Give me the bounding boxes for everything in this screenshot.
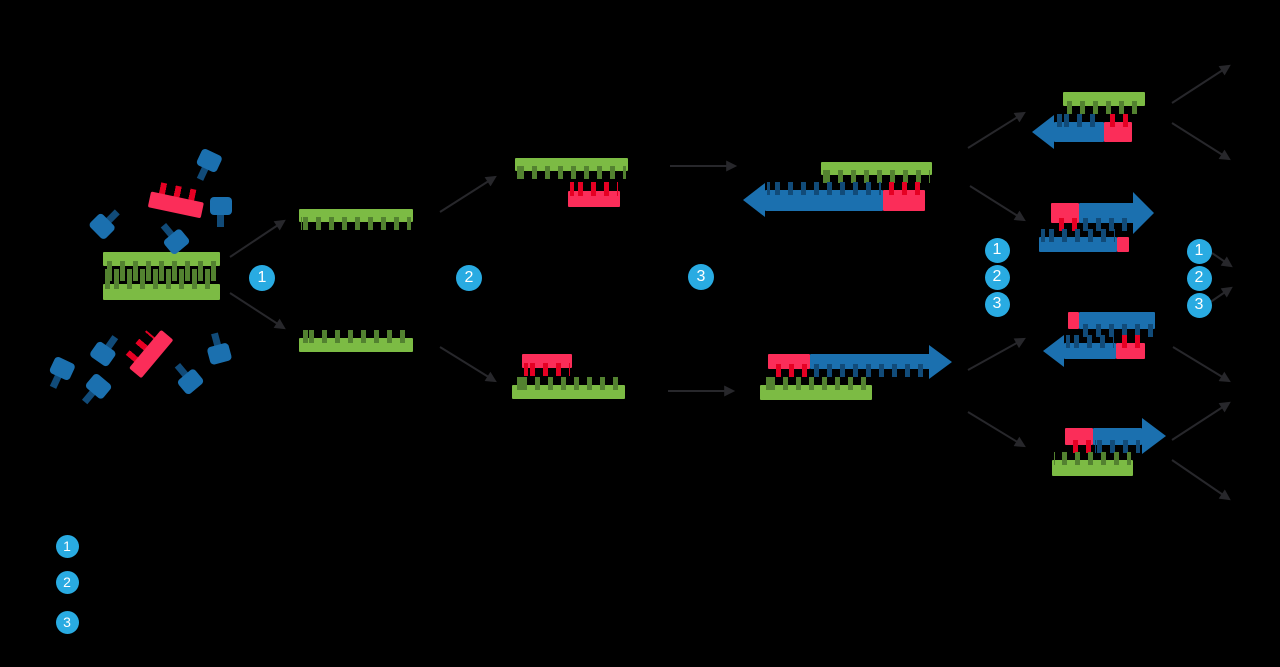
elongation-bottom-template-teeth <box>762 377 870 390</box>
legend-step1-badge-label: 1 <box>63 538 71 554</box>
arrow-anneal-bottom <box>439 346 497 383</box>
legend-step1-badge: 1 <box>55 534 79 558</box>
elongation-bottom-primer-segment-teeth <box>770 364 808 377</box>
product4-template-strand-teeth <box>1054 452 1131 465</box>
product1-new-strand-teeth <box>1056 114 1102 127</box>
step3-badge: 3 <box>688 264 714 290</box>
product2-primer-segment-teeth <box>1053 218 1077 231</box>
arrow-product2-continue <box>1211 252 1233 268</box>
arrow-anneal-top <box>439 175 497 213</box>
elongation-top-primer-segment <box>883 190 925 211</box>
product3-primer-segment-teeth <box>1118 335 1143 348</box>
elongation-bottom-new-strand-teeth <box>812 364 928 377</box>
elongation-top-primer-segment-teeth <box>885 182 923 195</box>
annealing-bottom-template-teeth <box>514 377 623 390</box>
product2-template-primer-end <box>1117 237 1129 252</box>
cycle-left-step1-badge: 1 <box>984 237 1010 263</box>
product3-template-strand-teeth <box>1081 324 1153 337</box>
cycle-right-step1-badge-label: 1 <box>1194 242 1204 259</box>
step1-badge-label: 1 <box>257 269 267 286</box>
cycle-right-step3-badge-label: 3 <box>1194 296 1204 313</box>
arrow-product4-up <box>1171 401 1231 441</box>
elongation-top-new-strand-teeth <box>767 182 881 195</box>
product3-polymerase-head <box>1043 334 1064 367</box>
cycle-left-step3-badge-label: 3 <box>992 295 1002 312</box>
arrow-product1-down <box>1171 122 1231 161</box>
product1-new-strand <box>1054 122 1104 142</box>
product1-template-strand-teeth <box>1065 101 1143 114</box>
legend-step3-badge: 3 <box>55 610 79 634</box>
arrow-product3-down <box>1172 346 1231 383</box>
product2-new-strand-teeth <box>1081 218 1132 231</box>
elongation-top-template-teeth <box>823 170 930 183</box>
cycle-right-step3-badge: 3 <box>1186 292 1212 318</box>
cycle-left-step3-badge: 3 <box>984 291 1010 317</box>
product2-polymerase-head <box>1133 192 1154 234</box>
legend-step3-badge-label: 3 <box>63 614 71 630</box>
product4-new-strand-teeth <box>1095 440 1140 453</box>
product4-polymerase-head <box>1142 417 1166 454</box>
product1-polymerase-head <box>1032 115 1054 149</box>
product3-template-primer-end <box>1068 312 1079 329</box>
cycle-right-step2-badge-label: 2 <box>1194 269 1204 286</box>
arrow-denature-bottom <box>229 292 286 330</box>
nucleotide-3 <box>210 196 232 227</box>
denatured-bottom-strand-teeth <box>301 330 411 343</box>
arrow-product3-continue <box>1208 286 1233 304</box>
step1-badge: 1 <box>249 265 275 291</box>
template-dsdna-bottom-strand-teeth <box>105 269 218 289</box>
arrow-split-top-down <box>969 185 1026 222</box>
product4-primer-segment-teeth <box>1067 440 1091 453</box>
step2-badge: 2 <box>456 265 482 291</box>
elongation-top-polymerase-head <box>743 183 765 217</box>
legend-step2-badge-label: 2 <box>63 574 71 590</box>
cycle-right-step2-badge: 2 <box>1186 265 1212 291</box>
arrow-product4-down <box>1171 459 1231 501</box>
arrow-product1-up <box>1171 64 1231 104</box>
cycle-right-step1-badge: 1 <box>1186 238 1212 264</box>
cycle-left-step1-badge-label: 1 <box>992 241 1002 258</box>
product1-primer-segment <box>1104 122 1132 142</box>
cycle-left-step2-badge: 2 <box>984 264 1010 290</box>
arrow-split-top-up <box>967 111 1026 149</box>
arrow-split-bottom-down <box>967 411 1026 448</box>
product1-primer-segment-teeth <box>1106 114 1130 127</box>
product2-template-strand-teeth <box>1041 229 1115 242</box>
product3-new-strand-teeth <box>1066 335 1114 348</box>
step3-badge-label: 3 <box>696 268 706 285</box>
annealing-bottom-primer-teeth <box>524 363 570 376</box>
denatured-top-strand-teeth <box>301 217 411 230</box>
cycle-left-step2-badge-label: 2 <box>992 268 1002 285</box>
legend-step2-badge: 2 <box>55 570 79 594</box>
elongation-top-new-strand <box>765 190 883 211</box>
nucleotide-body <box>210 197 232 215</box>
elongation-bottom-polymerase-head <box>929 344 952 379</box>
arrow-denature-top <box>229 219 286 258</box>
annealing-top-primer-teeth <box>570 182 618 196</box>
annealing-top-template-teeth <box>517 166 626 179</box>
arrow-split-bottom-up <box>967 337 1026 371</box>
step2-badge-label: 2 <box>464 269 474 286</box>
